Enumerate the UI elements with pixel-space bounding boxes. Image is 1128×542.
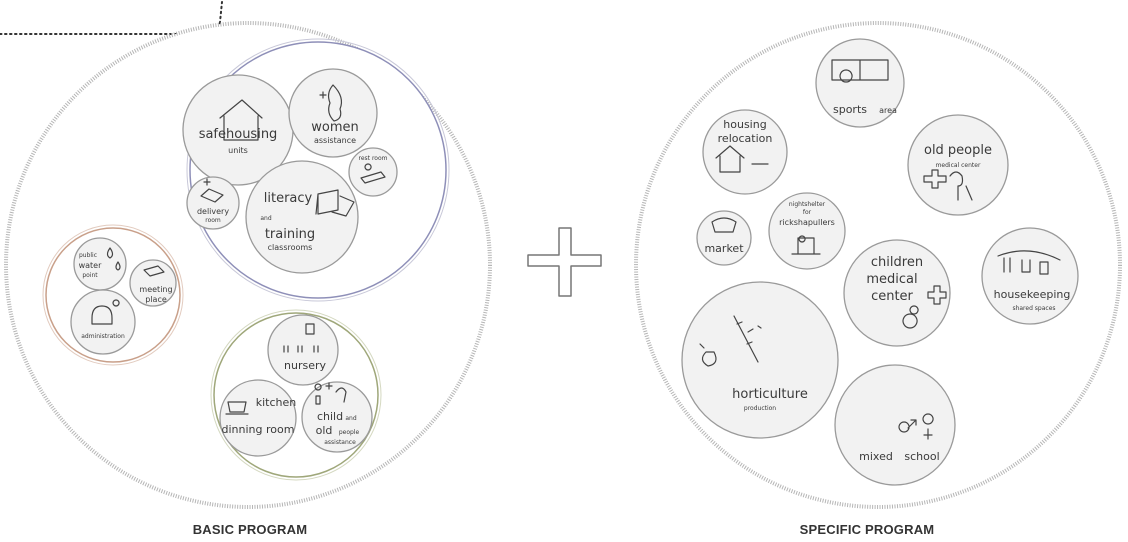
oldpeople-label: old people [924,143,992,158]
and-label: and [260,215,271,222]
horticulture-sub: production [744,405,776,412]
delivery-bubble [186,176,240,230]
housing-relocation-bubble [702,109,788,195]
sports-sub: area [879,106,897,115]
mixed-school-bubble [834,364,956,486]
women-label: women [311,120,359,135]
service-cluster-ring-outer [42,224,184,366]
restroom-label: rest room [359,155,388,162]
meeting-icon [143,265,165,277]
baby-icon [902,305,919,329]
child-and-label: and [345,415,356,422]
children-label: children [871,255,923,270]
horticulture-bubble [681,281,839,439]
administration-icon [91,299,120,325]
rickshaw-icon [791,235,821,255]
assistance-label: assistance [324,439,356,446]
women-sub: assistance [314,136,356,145]
basket-icon [711,217,737,233]
book-icon [315,189,355,217]
housing-label: housing [723,118,766,131]
center-label: center [871,289,913,304]
plus-sign [527,227,602,297]
housekeeping-bubble [981,227,1079,325]
old-label: old [316,424,333,437]
safehousing-label: safehousing [199,127,278,142]
place-label: place [145,295,167,304]
water-drop-icon [106,247,121,271]
child-care-icon [314,382,347,405]
house-icon [219,99,263,141]
basic-program-caption: BASIC PROGRAM [193,522,308,537]
children-medical-bubble [843,239,951,347]
specific-program-caption: SPECIFIC PROGRAM [800,522,935,537]
housekeeping-sub: shared spaces [1012,305,1055,312]
pot-icon [225,401,249,415]
field-icon [831,59,889,83]
gender-icon [898,413,934,440]
kitchen-bubble [219,379,297,457]
delivery-label: delivery [197,207,229,216]
people-label: people [339,429,360,436]
administration-bubble [70,289,136,355]
mixed-label: mixed [859,450,893,463]
sports-label: sports [833,103,867,116]
kitchen-label: kitchen [256,396,297,409]
literacy-bubble [245,160,359,274]
nursery-bubble [267,314,339,386]
plant-icon [699,315,762,367]
meeting-place-bubble [129,259,177,307]
bed-icon [360,163,386,184]
market-label: market [704,242,744,255]
point-label: point [82,272,98,279]
elder-icon [949,171,973,201]
medical-label: medical [866,272,917,287]
nightshelter-bubble [768,192,846,270]
safehousing-sub: units [228,146,248,155]
dinning-label: dinning room [222,423,295,436]
nursery-label: nursery [284,359,326,372]
medical-cross-icon [923,169,947,189]
laundry-icon [997,250,1061,275]
women-bubble [288,68,378,158]
school-label: school [904,450,939,463]
night1-label: nightshelter [789,201,826,208]
literacy-label: literacy [264,191,313,206]
horticulture-label: horticulture [732,387,808,402]
child-cluster-ring-outer [210,309,382,481]
sports-bubble [815,38,905,128]
child-cross-icon [927,285,947,305]
administration-label: administration [81,333,125,340]
relocation-label: relocation [718,132,773,145]
housing-cluster-ring-outer [186,38,450,302]
training-sub: classrooms [268,243,313,252]
child-label: child [317,410,343,423]
training-label: training [265,227,315,242]
delivery-sub: room [205,217,221,224]
meeting-label: meeting [139,285,172,294]
oldpeople-sub: medical center [936,162,981,169]
night3-label: rickshapullers [779,218,835,227]
market-bubble [696,210,752,266]
nursery-icon [283,323,319,353]
night2-label: for [803,209,812,216]
stretcher-icon [200,178,224,203]
public-label: public [79,252,97,259]
restroom-bubble [348,147,398,197]
woman-icon [319,84,343,122]
relocation-house-icon [715,145,769,173]
oldpeople-bubble [907,114,1009,216]
housekeeping-label: housekeeping [994,288,1071,301]
water-label: water [79,261,103,270]
